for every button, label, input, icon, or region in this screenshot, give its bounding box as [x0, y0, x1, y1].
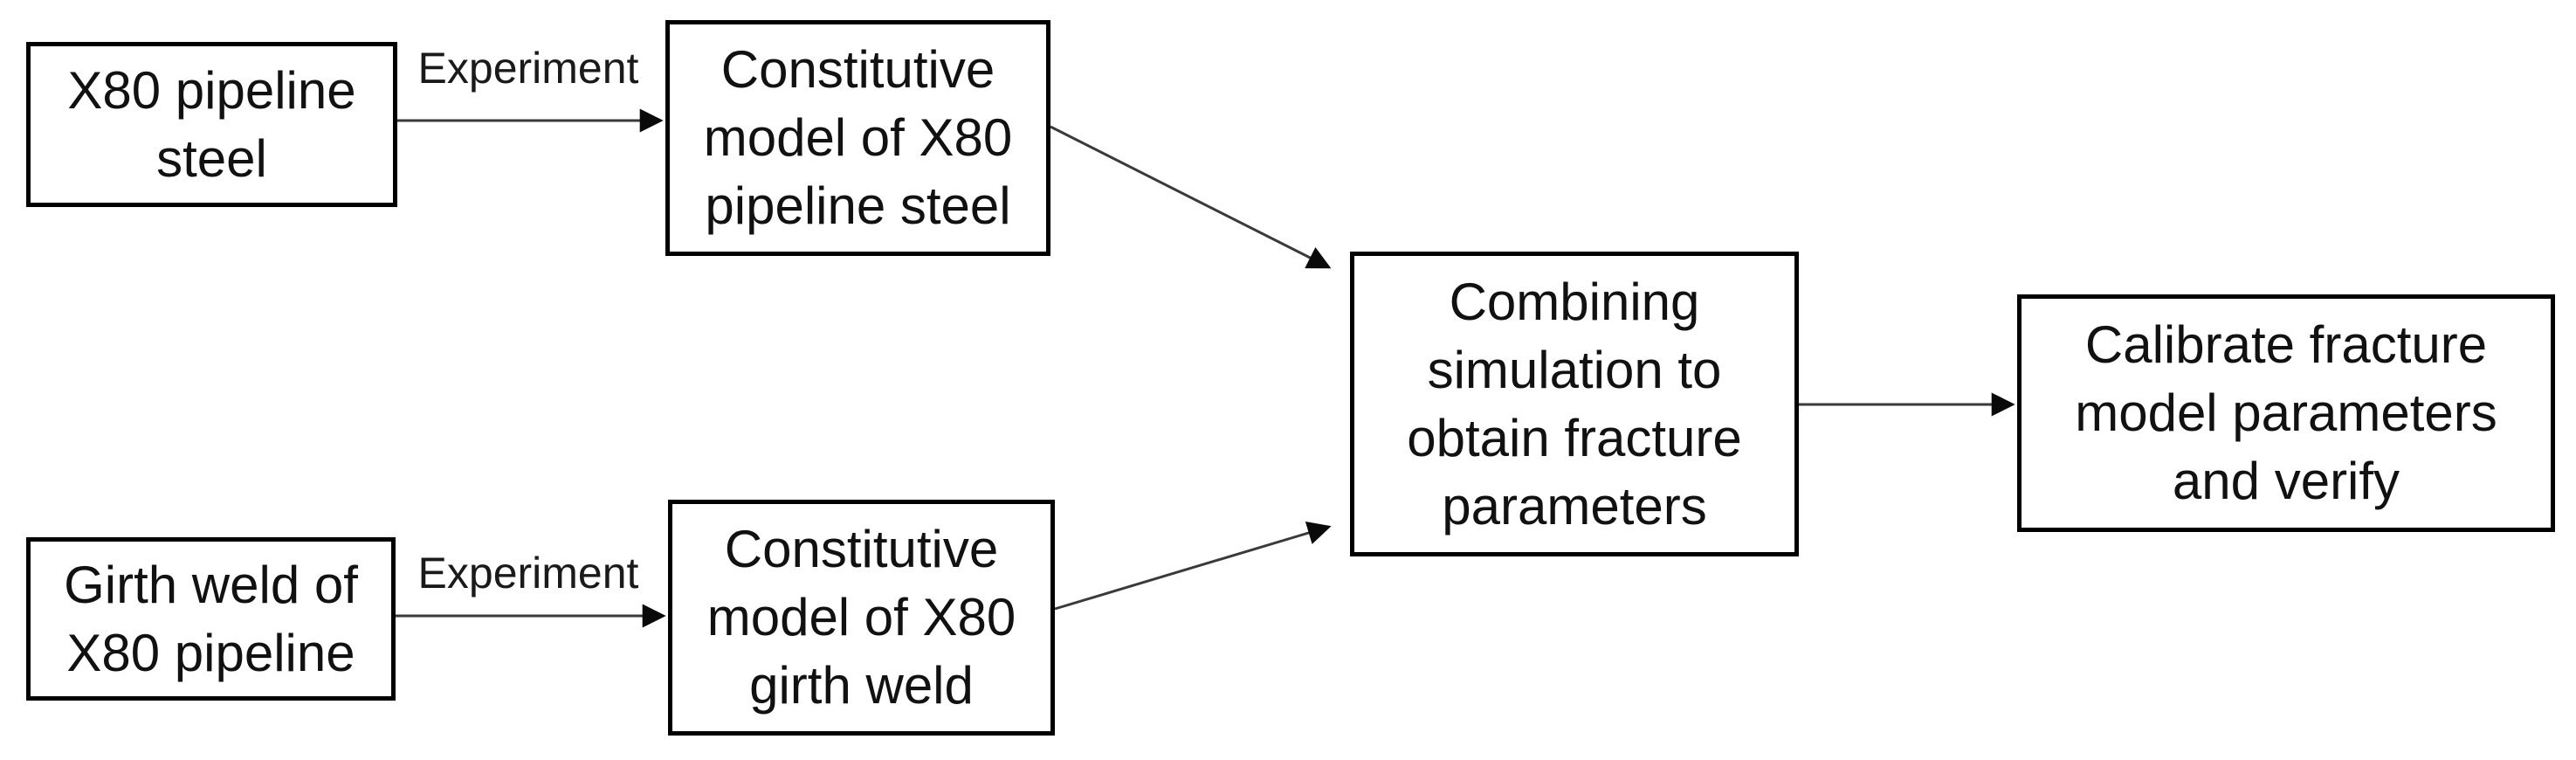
node-constitutive-model-x80-girth-weld: Constitutive model of X80 girth weld: [668, 500, 1055, 736]
node-calibrate-fracture-model-parameters: Calibrate fracture model parameters and …: [2017, 294, 2555, 532]
node-calibrate-fracture-model-parameters-label: Calibrate fracture model parameters and …: [2075, 315, 2497, 510]
node-constitutive-model-x80-pipeline-steel: Constitutive model of X80 pipeline steel: [665, 20, 1050, 256]
arrow-weld-model-to-simulation: [1054, 522, 1332, 611]
edge-label-experiment-top: Experiment: [417, 44, 639, 93]
node-combining-simulation-fracture-parameters-label: Combining simulation to obtain fracture …: [1407, 272, 1742, 535]
node-constitutive-model-x80-girth-weld-label: Constitutive model of X80 girth weld: [706, 520, 1016, 715]
node-combining-simulation-fracture-parameters: Combining simulation to obtain fracture …: [1350, 252, 1799, 556]
node-x80-pipeline-steel-label: X80 pipeline steel: [67, 60, 356, 188]
edge-label-experiment-bottom: Experiment: [417, 549, 639, 598]
node-girth-weld-of-x80-pipeline: Girth weld of X80 pipeline: [26, 537, 396, 701]
node-x80-pipeline-steel: X80 pipeline steel: [26, 42, 397, 207]
arrow-steel-model-to-simulation: [1050, 125, 1332, 269]
node-constitutive-model-x80-pipeline-steel-label: Constitutive model of X80 pipeline steel: [703, 40, 1013, 235]
node-girth-weld-of-x80-pipeline-label: Girth weld of X80 pipeline: [64, 555, 358, 682]
